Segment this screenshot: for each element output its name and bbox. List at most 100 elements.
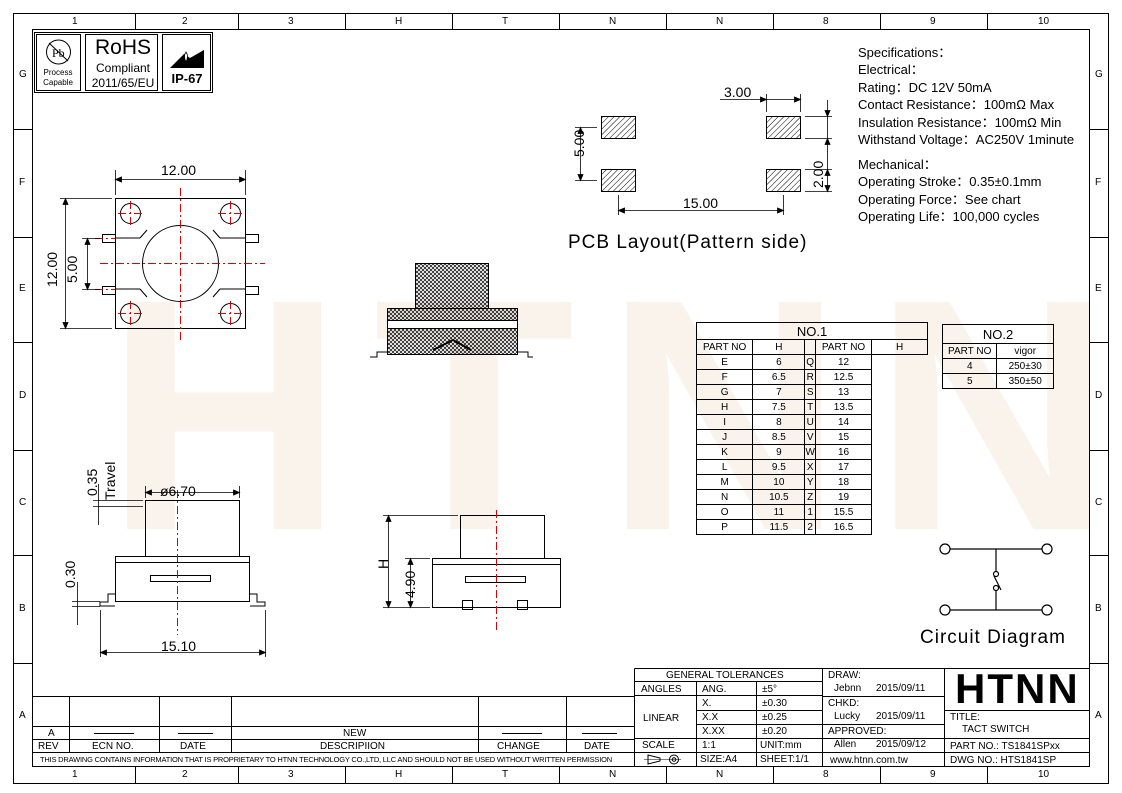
col-date: DATE xyxy=(180,741,206,752)
rev-value: A xyxy=(48,728,55,739)
circuit-title: Circuit Diagram xyxy=(920,627,1066,648)
row-label: B xyxy=(1095,603,1102,614)
row-label: C xyxy=(1095,497,1103,508)
proprietary-notice: THIS DRAWING CONTAINS INFORMATION THAT I… xyxy=(40,755,612,764)
spec-contact: Contact Resistance：100mΩ Max xyxy=(858,97,1055,112)
part-number: PART NO.: TS1841SPxx xyxy=(950,741,1060,752)
row-label: C xyxy=(19,497,27,508)
row-label: B xyxy=(19,603,26,614)
chkd-label: CHKD: xyxy=(828,698,860,709)
col-label: 10 xyxy=(1038,769,1050,780)
spec-mechanical: Mechanical： xyxy=(858,157,937,172)
website: www.htnn.com.tw xyxy=(830,755,908,766)
col-label: 8 xyxy=(823,16,829,27)
title-label: TITLE: xyxy=(950,712,981,723)
spec-heading: Specifications： xyxy=(858,45,952,60)
side-view-right-drawing xyxy=(383,510,561,633)
row-label: A xyxy=(1095,710,1102,721)
col-label: 2 xyxy=(182,16,188,27)
rohs-directive: 2011/65/EU xyxy=(91,76,155,90)
title-value: TACT SWITCH xyxy=(962,724,1030,735)
tolerances-title: GENERAL TOLERANCES xyxy=(666,670,784,681)
col-label: 9 xyxy=(930,769,936,780)
draw-name: Jebnn xyxy=(834,683,862,694)
side-view-left-drawing xyxy=(72,484,267,657)
approved-label: APPROVED: xyxy=(828,726,887,737)
table-cell: 2 xyxy=(804,519,816,535)
sheet-value: SHEET:1/1 xyxy=(760,754,809,765)
tol-x3-value: ±0.20 xyxy=(762,726,787,737)
col-label: 9 xyxy=(930,16,936,27)
ip-rating: IP-67 xyxy=(171,71,203,86)
spec-rating: Rating：DC 12V 50mA xyxy=(858,80,992,95)
col-date2: DATE xyxy=(584,741,610,752)
table-cell: 16 xyxy=(814,444,873,460)
col-ecn: ECN NO. xyxy=(92,741,134,752)
row-label: D xyxy=(1095,390,1103,401)
dim-stem-diameter: ø6.70 xyxy=(160,483,196,499)
col-label: N xyxy=(716,769,724,780)
table-no1-title: NO.1 xyxy=(696,322,928,340)
tol-linear: LINEAR xyxy=(643,713,680,724)
row-label: A xyxy=(19,710,26,721)
table-cell: P xyxy=(695,519,754,535)
dim-top-width: 12.00 xyxy=(161,162,197,178)
spec-withstand: Withstand Voltage：AC250V 1minute xyxy=(858,132,1075,147)
cross-section-drawing xyxy=(370,263,533,358)
table-cell: 5 xyxy=(941,373,998,389)
approved-name: Allen xyxy=(834,739,857,750)
row-label: F xyxy=(19,177,26,188)
col-label: H xyxy=(395,16,403,27)
row-label: G xyxy=(1095,69,1103,80)
projection-symbol-icon xyxy=(644,754,681,765)
rohs-title: RoHS xyxy=(94,36,152,59)
pb-line2: Capable xyxy=(43,78,73,87)
circuit-diagram xyxy=(939,543,1053,616)
draw-label: DRAW: xyxy=(828,670,861,681)
spec-stroke: Operating Stroke：0.35±0.1mm xyxy=(858,174,1042,189)
dim-pad-span: 15.00 xyxy=(683,195,719,211)
row-label: G xyxy=(19,69,27,80)
pcb-title: PCB Layout(Pattern side) xyxy=(568,232,808,253)
watermark: HTNN xyxy=(105,230,1122,599)
col-label: N xyxy=(609,16,617,27)
chkd-date: 2015/09/11 xyxy=(876,711,926,722)
col-label: 3 xyxy=(288,769,294,780)
tol-ang-value: ±5° xyxy=(762,684,778,695)
col-label: H xyxy=(395,769,403,780)
pcb-layout-drawing xyxy=(575,94,832,215)
tol-angles: ANGLES xyxy=(641,684,682,695)
tol-x2-value: ±0.25 xyxy=(762,712,787,723)
col-label: 3 xyxy=(288,16,294,27)
chkd-name: Lucky xyxy=(834,711,861,722)
scale-value: 1:1 xyxy=(702,740,716,751)
company-logo: HTNN xyxy=(955,665,1080,712)
spec-life: Operating Life：100,000 cycles xyxy=(858,209,1040,224)
pcb-pad xyxy=(766,169,801,192)
col-label: N xyxy=(609,769,617,780)
lead-icon: Pb xyxy=(52,46,65,60)
tol-ang: ANG. xyxy=(702,684,727,695)
size-value: SIZE:A4 xyxy=(700,754,738,765)
pcb-pad xyxy=(601,116,636,139)
col-label: 10 xyxy=(1038,16,1050,27)
spec-insulation: Insulation Resistance：100mΩ Min xyxy=(858,115,1062,130)
row-label: E xyxy=(19,283,26,294)
pcb-pad xyxy=(601,169,636,192)
dim-length: 15.10 xyxy=(161,638,197,654)
tol-x3: X.XX xyxy=(702,726,725,737)
col-label: N xyxy=(716,16,724,27)
draw-date: 2015/09/11 xyxy=(876,683,926,694)
col-label: T xyxy=(502,16,509,27)
tol-x1: X. xyxy=(702,698,712,709)
drawing-number: DWG NO.: HTS1841SP xyxy=(950,755,1057,766)
rohs-compliant: Compliant xyxy=(95,61,151,75)
compliance-badges: Pb xyxy=(34,32,213,93)
spec-force: Operating Force：See chart xyxy=(858,192,1021,207)
